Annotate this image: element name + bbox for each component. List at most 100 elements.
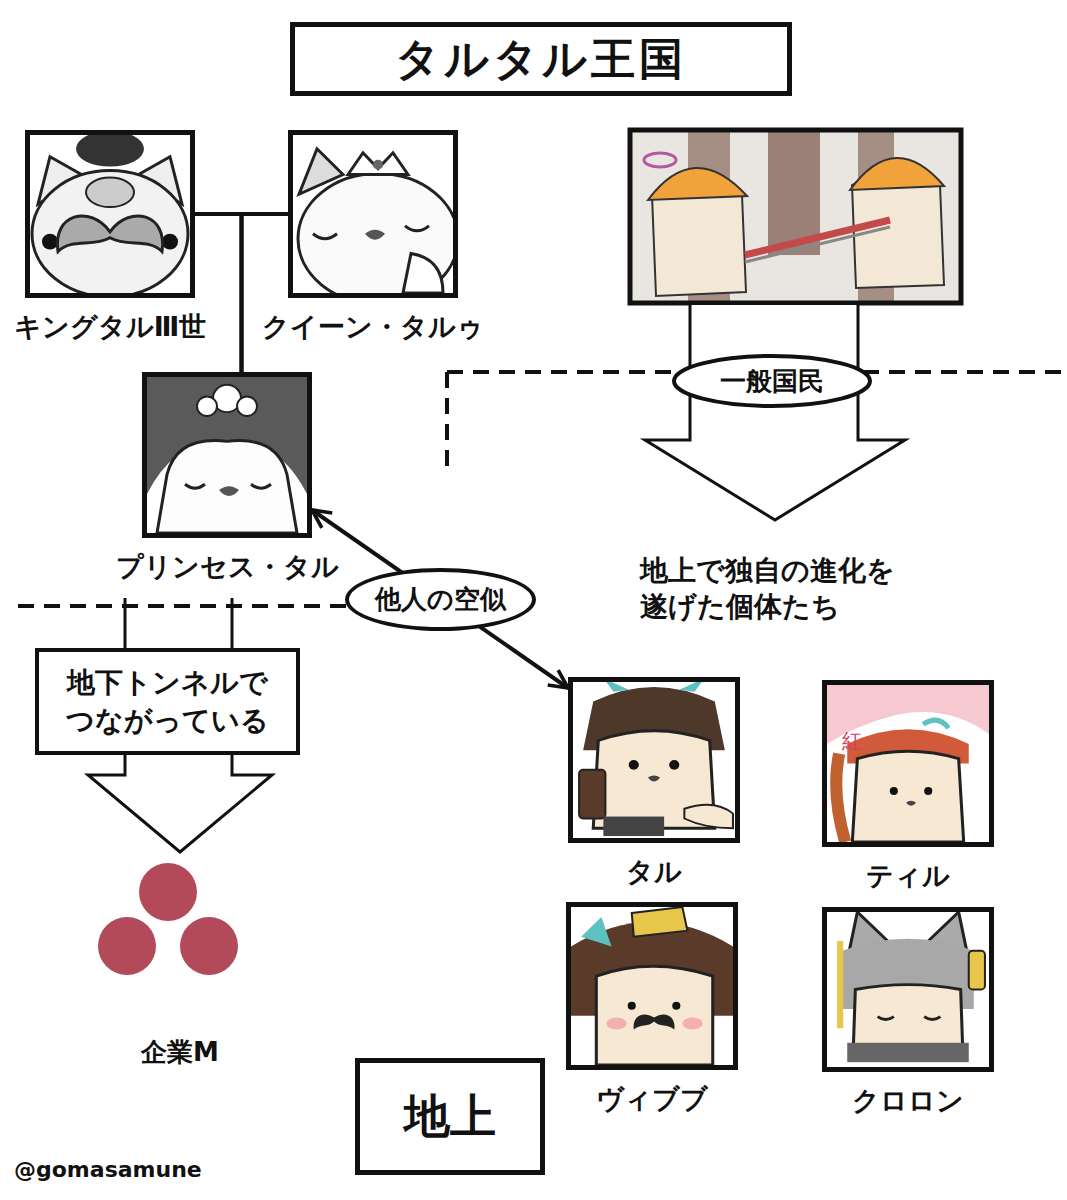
portrait-caption: ティル xyxy=(866,858,950,894)
note-label: 企業M xyxy=(141,1036,219,1070)
illustration-part xyxy=(606,1018,626,1030)
illustration-part xyxy=(86,177,134,207)
illustration-part xyxy=(185,484,205,488)
layout-shape xyxy=(125,598,232,650)
layout-shape xyxy=(645,305,905,520)
tunnel-lines xyxy=(125,598,232,650)
illustration-part xyxy=(348,153,408,175)
company-logo xyxy=(98,863,238,975)
caption-text: クイーン・タルゥ xyxy=(262,309,484,345)
hollow-arrow xyxy=(645,305,905,520)
portrait-illustration xyxy=(827,685,989,842)
illustration-part xyxy=(603,817,664,837)
portrait-caption: キングタルⅢ世 xyxy=(14,309,207,345)
layout-shape xyxy=(98,917,156,975)
illustration-part xyxy=(197,397,217,417)
portrait-frame: ヴィブブ xyxy=(566,902,738,1070)
illustration-part xyxy=(219,486,239,496)
illustration-part xyxy=(684,805,733,828)
illustration-part xyxy=(906,801,916,806)
illustration-part xyxy=(669,760,679,770)
illustration-part xyxy=(603,682,628,692)
portrait-caption: クイーン・タルゥ xyxy=(262,309,484,345)
text-box: 地下トンネルで つながっている xyxy=(35,648,300,755)
ellipse-text: 一般国民 xyxy=(720,364,824,399)
portrait-caption: クロロン xyxy=(852,1083,964,1119)
layout-shape xyxy=(88,753,272,852)
illustration-part xyxy=(827,912,989,1067)
hollow-arrow xyxy=(88,753,272,852)
illustration-part xyxy=(298,174,453,293)
layout-shape xyxy=(630,130,961,303)
illustration-part xyxy=(827,685,989,842)
illustration-part xyxy=(629,760,639,770)
ellipse-content: 一般国民 xyxy=(672,354,872,408)
illustration-part xyxy=(251,484,271,488)
illustration-part xyxy=(147,377,307,533)
note-label: 地上で独自の進化を遂げた個体たち xyxy=(640,553,912,626)
portrait-caption: プリンセス・タル xyxy=(116,549,339,585)
illustration-part xyxy=(847,1043,969,1062)
illustration-part xyxy=(76,135,144,167)
illustration-part xyxy=(403,254,443,294)
layout-shape xyxy=(745,220,890,255)
illustration-part xyxy=(162,234,178,250)
illustration-part xyxy=(596,966,712,1065)
citizens-illustration xyxy=(630,130,961,303)
illustration-part xyxy=(969,951,985,990)
caption-text: プリンセス・タル xyxy=(116,549,339,585)
illustration-part xyxy=(573,682,735,838)
box-text: 地下トンネルで つながっている xyxy=(59,664,276,740)
portrait-frame: クロロン xyxy=(822,907,994,1072)
illustration-part xyxy=(632,907,688,937)
illustration-part xyxy=(924,787,932,795)
text-box: 地上 xyxy=(355,1058,545,1175)
illustration-part xyxy=(628,1002,636,1010)
caption-text: タル xyxy=(626,854,682,890)
connector xyxy=(312,510,568,688)
illustration-part xyxy=(852,751,963,842)
illustration-part xyxy=(679,682,704,692)
layout-shape xyxy=(445,372,449,470)
dashed-boundary xyxy=(18,372,1067,606)
connector xyxy=(195,214,242,372)
portrait-frame: キングタルⅢ世 xyxy=(25,130,195,298)
layout-shape xyxy=(180,917,238,975)
illustration-part xyxy=(579,770,605,819)
layout-shape xyxy=(745,227,890,262)
layout-shape xyxy=(648,168,747,200)
illustration-part xyxy=(837,941,843,1028)
title-box: タルタル王国 xyxy=(290,22,792,96)
layout-shape xyxy=(850,158,944,190)
watermark: @gomasamune xyxy=(14,1156,202,1185)
illustration-part xyxy=(853,985,962,1048)
illustration-part xyxy=(923,720,948,728)
illustration-part xyxy=(682,1018,702,1030)
illustration-part xyxy=(237,397,257,417)
portrait-frame: タル xyxy=(568,677,740,843)
illustration-part xyxy=(890,787,898,795)
box-text: 地上 xyxy=(404,1085,496,1147)
layout-shape xyxy=(644,153,676,167)
edge-label: 他人の空似 xyxy=(345,568,536,631)
illustration-part xyxy=(571,907,733,1065)
portrait-illustration xyxy=(30,135,190,293)
connector xyxy=(242,214,289,372)
illustration-part xyxy=(373,160,383,170)
illustration-part xyxy=(42,234,58,250)
illustration-part xyxy=(365,230,385,240)
illustration-part xyxy=(878,1017,894,1020)
illustration-part xyxy=(32,171,188,293)
layout-shape xyxy=(139,863,197,921)
portrait-illustration xyxy=(573,682,735,838)
illustration-part xyxy=(924,1017,940,1020)
portrait-caption: タル xyxy=(626,854,682,890)
caption-text: ティル xyxy=(866,858,950,894)
illustration-part xyxy=(313,234,337,239)
portrait-illustration xyxy=(827,912,989,1067)
portrait-caption: ヴィブブ xyxy=(596,1081,708,1117)
portrait-illustration xyxy=(147,377,307,533)
illustration-part xyxy=(157,441,297,533)
portrait-frame: ティル xyxy=(822,680,994,847)
